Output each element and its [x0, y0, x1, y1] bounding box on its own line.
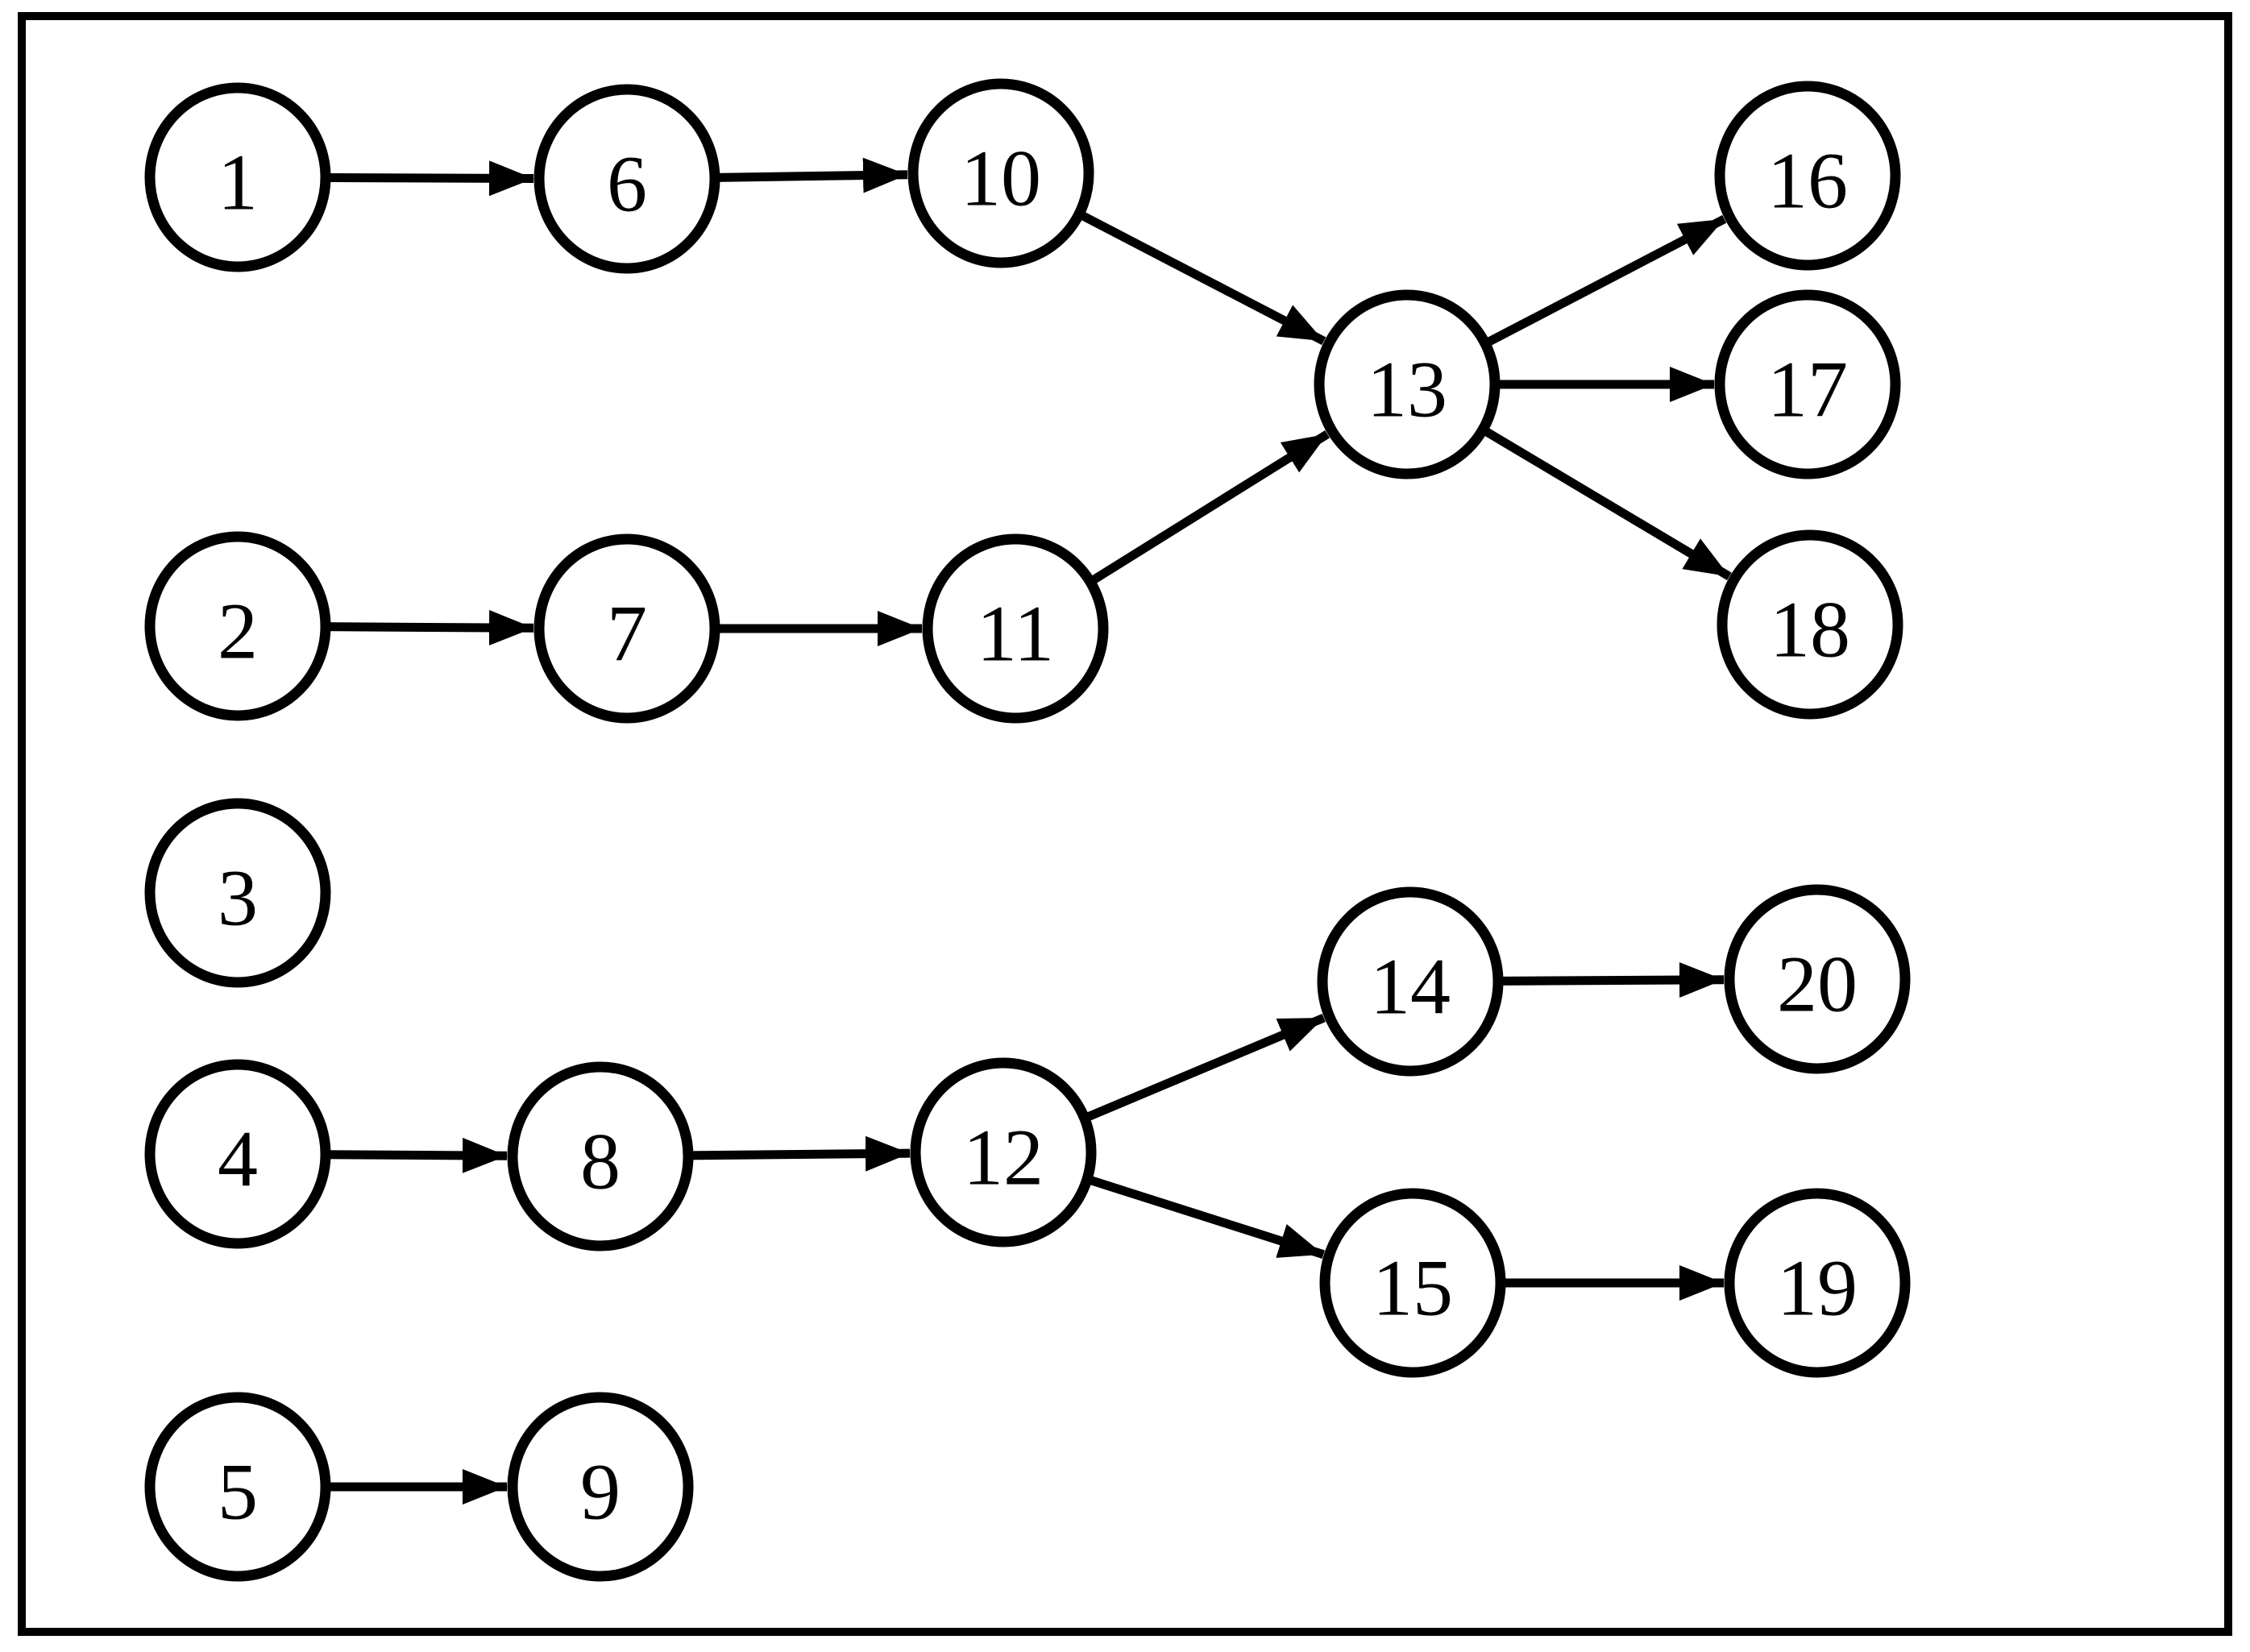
node-label-13: 13 [1367, 345, 1447, 434]
node-label-6: 6 [607, 139, 647, 229]
node-19 [1724, 1188, 1911, 1378]
edges-layer [237, 157, 1732, 1505]
node-label-5: 5 [218, 1447, 258, 1537]
node-3 [144, 798, 331, 988]
node-label-11: 11 [977, 589, 1054, 679]
node-label-16: 16 [1767, 136, 1848, 226]
figure-border [18, 12, 2232, 1636]
node-10 [907, 78, 1094, 268]
node-label-2: 2 [218, 587, 258, 676]
node-4 [144, 1059, 331, 1249]
node-label-14: 14 [1370, 942, 1451, 1031]
node-17 [1714, 289, 1901, 479]
node-15 [1319, 1188, 1506, 1378]
node-label-3: 3 [218, 853, 258, 943]
node-label-10: 10 [961, 134, 1041, 223]
node-label-9: 9 [580, 1447, 621, 1537]
node-label-18: 18 [1770, 585, 1850, 674]
node-2 [144, 531, 331, 721]
node-5 [144, 1392, 331, 1582]
node-6 [533, 84, 720, 274]
node-14 [1317, 886, 1504, 1077]
node-label-17: 17 [1767, 345, 1848, 434]
node-9 [507, 1392, 694, 1582]
node-12 [910, 1057, 1097, 1247]
node-label-12: 12 [963, 1113, 1044, 1202]
node-label-4: 4 [218, 1114, 258, 1204]
node-1 [144, 82, 331, 272]
node-label-7: 7 [607, 589, 647, 679]
node-label-15: 15 [1372, 1243, 1453, 1333]
node-13 [1314, 289, 1501, 479]
node-7 [533, 533, 720, 724]
node-label-1: 1 [218, 138, 258, 227]
node-20 [1724, 884, 1911, 1074]
node-11 [922, 533, 1109, 724]
node-label-20: 20 [1777, 940, 1858, 1029]
node-8 [507, 1061, 694, 1251]
node-label-19: 19 [1777, 1243, 1858, 1333]
node-16 [1714, 81, 1901, 271]
node-18 [1717, 529, 1903, 720]
node-label-8: 8 [580, 1117, 621, 1206]
